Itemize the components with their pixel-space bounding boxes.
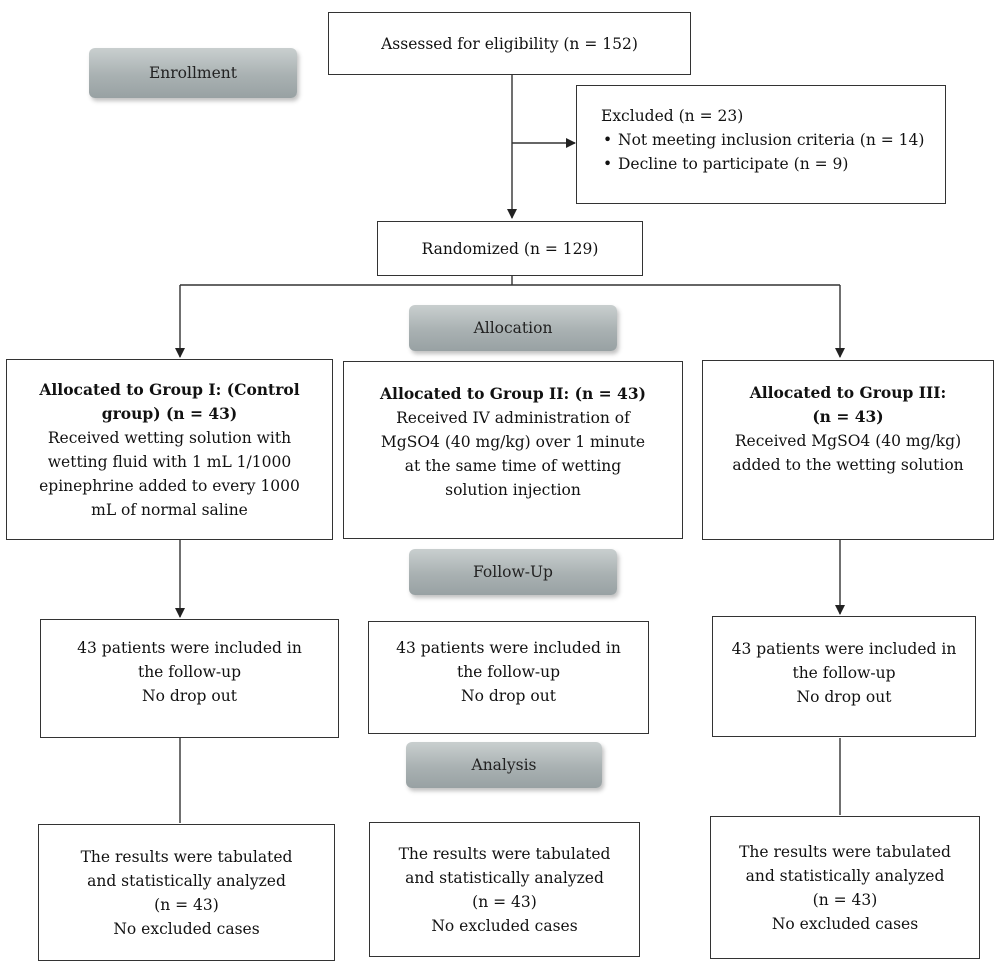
group-3-followup-line: 43 patients were included in xyxy=(731,640,957,658)
group-1-desc-line: Received wetting solution with xyxy=(47,428,292,447)
group-3-analysis-line: No excluded cases xyxy=(771,914,919,933)
excluded-item: Decline to participate (n = 9) xyxy=(603,152,924,176)
assessed-box: Assessed for eligibility (n = 152) xyxy=(328,12,691,75)
group-1-desc-line: mL of normal saline xyxy=(91,500,248,519)
group-1-followup-line: 43 patients were included in xyxy=(77,639,302,657)
stage-followup-label: Follow-Up xyxy=(473,563,553,581)
stage-allocation: Allocation xyxy=(409,305,617,351)
group-2-desc-line: at the same time of wetting xyxy=(404,457,622,475)
group-3-desc-line: added to the wetting solution xyxy=(732,456,964,474)
stage-followup: Follow-Up xyxy=(409,549,617,595)
excluded-item: Not meeting inclusion criteria (n = 14) xyxy=(603,128,924,152)
group-1-followup-box: 43 patients were included in the follow-… xyxy=(40,619,339,738)
group-1-desc-line: epinephrine added to every 1000 xyxy=(39,476,300,495)
group-3-analysis-line: The results were tabulated xyxy=(739,842,951,861)
group-2-followup-line: the follow-up xyxy=(456,663,561,681)
randomized-text: Randomized (n = 129) xyxy=(421,239,599,258)
group-1-analysis-line: and statistically analyzed xyxy=(87,871,286,890)
excluded-list: Not meeting inclusion criteria (n = 14) … xyxy=(601,128,924,176)
group-1-analysis-box: The results were tabulated and statistic… xyxy=(38,824,335,961)
group-1-desc-line: wetting fluid with 1 mL 1/1000 xyxy=(47,452,292,471)
group-1-allocation-box: Allocated to Group I: (Control group) (n… xyxy=(6,359,333,540)
group-2-analysis-line: No excluded cases xyxy=(431,916,578,935)
group-3-analysis-line: and statistically analyzed xyxy=(745,866,945,885)
group-2-desc-line: MgSO4 (40 mg/kg) over 1 minute xyxy=(380,433,646,451)
group-1-followup-line: the follow-up xyxy=(137,663,242,681)
group-3-allocation-box: Allocated to Group III: (n = 43) Receive… xyxy=(702,360,994,540)
group-1-followup-line: No drop out xyxy=(142,687,237,705)
stage-analysis-label: Analysis xyxy=(471,756,537,774)
group-3-followup-box: 43 patients were included in the follow-… xyxy=(712,616,976,737)
excluded-title: Excluded (n = 23) xyxy=(601,107,744,125)
stage-analysis: Analysis xyxy=(406,742,602,788)
group-2-desc-line: Received IV administration of xyxy=(396,409,630,427)
group-2-followup-line: No drop out xyxy=(461,687,556,705)
stage-allocation-label: Allocation xyxy=(473,319,553,337)
excluded-box: Excluded (n = 23) Not meeting inclusion … xyxy=(576,85,946,204)
stage-enrollment-label: Enrollment xyxy=(148,64,238,82)
group-1-analysis-line: No excluded cases xyxy=(113,919,260,938)
group-1-analysis-line: The results were tabulated xyxy=(80,847,293,866)
group-1-analysis-line: (n = 43) xyxy=(154,895,219,914)
group-1-heading: Allocated to Group I: (Control group) (n… xyxy=(39,379,300,423)
group-3-followup-line: the follow-up xyxy=(792,664,896,682)
group-3-followup-line: No drop out xyxy=(796,688,892,706)
group-2-analysis-line: (n = 43) xyxy=(472,892,537,911)
group-3-analysis-box: The results were tabulated and statistic… xyxy=(710,816,980,959)
group-2-allocation-box: Allocated to Group II: (n = 43) Received… xyxy=(343,361,683,539)
group-2-followup-box: 43 patients were included in the follow-… xyxy=(368,621,649,734)
group-2-analysis-line: and statistically analyzed xyxy=(405,868,604,887)
group-2-followup-line: 43 patients were included in xyxy=(396,639,621,657)
randomized-box: Randomized (n = 129) xyxy=(377,221,643,276)
group-3-analysis-line: (n = 43) xyxy=(812,890,878,909)
group-2-analysis-box: The results were tabulated and statistic… xyxy=(369,822,640,957)
group-2-analysis-line: The results were tabulated xyxy=(398,844,611,863)
assessed-text: Assessed for eligibility (n = 152) xyxy=(381,34,638,53)
group-2-desc-line: solution injection xyxy=(445,481,581,499)
group-3-desc-line: Received MgSO4 (40 mg/kg) xyxy=(734,432,962,450)
group-2-heading: Allocated to Group II: (n = 43) xyxy=(380,384,646,403)
stage-enrollment: Enrollment xyxy=(89,48,297,98)
group-3-heading: Allocated to Group III: (n = 43) xyxy=(749,383,947,426)
